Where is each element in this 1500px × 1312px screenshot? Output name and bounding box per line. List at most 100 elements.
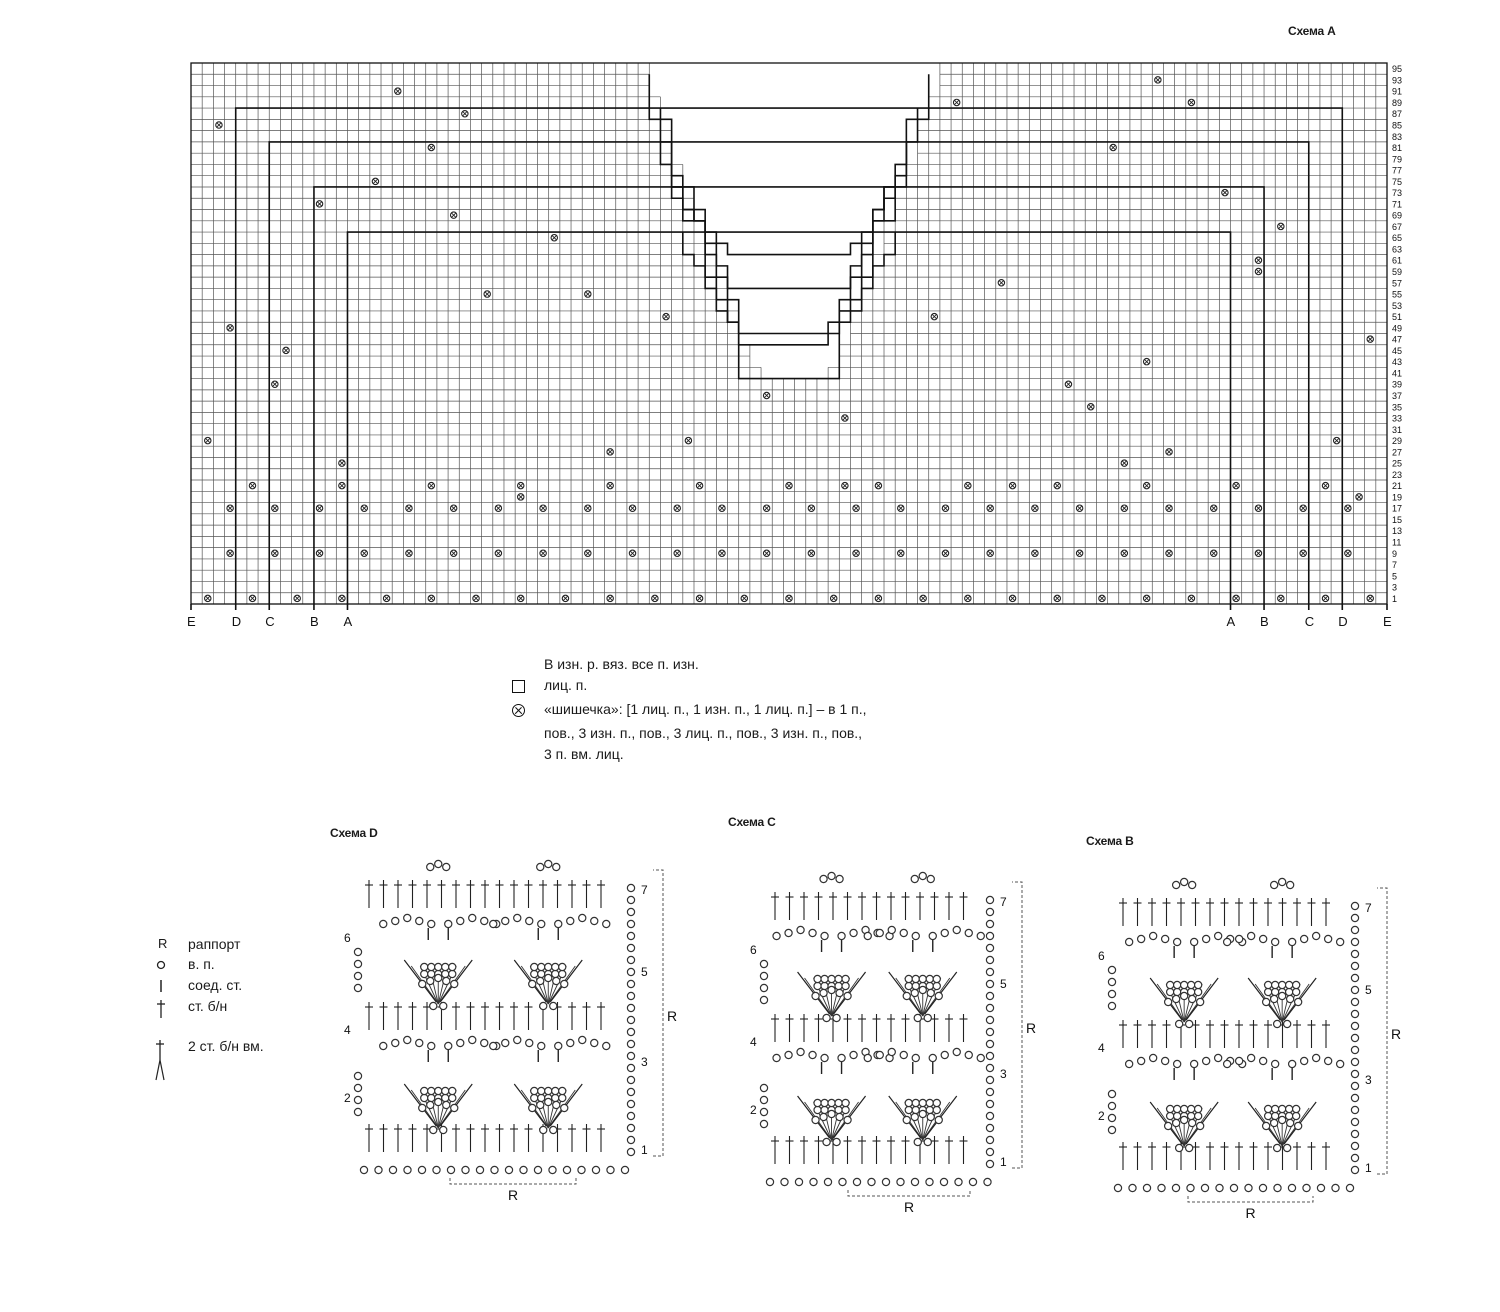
fan-arm-left [1149,977,1183,1021]
bobble-icon [427,481,436,490]
top-arch-chain-icon [835,874,844,884]
bobble-icon [606,448,614,456]
turning-chain-icon [626,943,636,953]
foundation-chain-icon [1186,1183,1195,1193]
turning-chain-icon [985,1087,995,1097]
turning-chain-icon [353,971,363,981]
turning-chain-icon [1350,961,1360,971]
arch-chain-icon [1277,1115,1287,1125]
bobble-icon [1232,481,1240,490]
square-icon [512,680,525,693]
cluster-chain-icon [1291,980,1301,990]
cluster-chain-icon [1165,1104,1175,1114]
row-number: 1 [1365,1161,1372,1175]
bobble-icon [651,594,659,603]
arch-chain-icon [1201,1056,1211,1066]
arch-chain-icon [1195,1121,1205,1131]
legend-bobble-line-3: 3 п. вм. лиц. [544,746,624,762]
row-number: 6 [344,931,351,945]
row-number: 31 [1392,425,1402,435]
row-number: 3 [1392,583,1397,593]
row-number: 13 [1392,526,1402,536]
arch-chain-icon [578,1035,587,1045]
bobble-icon [483,290,491,298]
arch-chain-icon [934,1115,943,1125]
repeat-bracket-horizontal [847,1190,971,1197]
foundation-chain-icon [461,1165,470,1175]
cluster-chain-icon [904,1098,913,1108]
row-number: 2 [344,1091,351,1105]
fan-stroke [822,1101,832,1141]
foundation-chain-icon [475,1165,485,1175]
bobble-icon [695,481,704,490]
fan-stroke [1165,1107,1185,1147]
row-number: 7 [1392,560,1397,570]
fan-stroke [1272,983,1283,1023]
fan-arm-right [549,959,583,1003]
arch-chain-icon [887,1047,896,1057]
bobble-icon [584,504,592,512]
bobble-icon [282,346,290,355]
arch-chain-icon [468,913,477,923]
cluster-chain-icon [530,962,539,972]
bobble-icon [516,481,525,490]
fan-stroke [1174,983,1185,1023]
scheme-a-title: Схема A [1288,24,1336,38]
neckline-outline-5 [682,232,896,346]
turning-chain-icon [1350,925,1360,935]
fan-arm-left [1247,1101,1281,1145]
foundation-chain-icon [1345,1183,1355,1193]
bobble-icon [1075,504,1084,512]
cluster-chain-icon [1291,1104,1301,1114]
row-number: 6 [1098,949,1105,963]
single-crochet-icon [157,1000,165,1018]
repeat-label: R [904,1199,914,1215]
sc2tog-icon [155,1040,165,1081]
arch-chain-icon [808,928,817,938]
turning-chain-icon [985,943,995,953]
turning-chain-icon [626,1147,636,1157]
row-number: 3 [1365,1073,1372,1087]
fan-stroke [1281,983,1310,1023]
bobble-icon [718,549,726,558]
bobble-icon [1321,481,1330,490]
foundation-chain-icon [1171,1183,1181,1193]
chain-icon [832,1137,841,1147]
fan-arm-left [403,1083,437,1127]
turning-chain-icon [353,1083,363,1093]
arch-chain-icon [1261,1121,1271,1131]
arch-chain-icon [1335,1059,1345,1069]
bobble-icon [315,549,324,558]
turning-chain-icon [985,895,995,905]
scheme-a-bobbles [204,76,1374,603]
turning-chain-icon [985,1027,995,1037]
fan-stroke [547,965,567,1005]
arch-chain-icon [952,925,961,935]
turning-chain-icon [626,919,636,929]
cluster-chain-icon [1179,980,1189,990]
cluster-chain-icon [911,1105,920,1115]
bobble-icon [1366,594,1374,603]
shell-motif [403,1083,473,1135]
arch-chain-icon [552,976,561,986]
chain-icon [913,1137,922,1147]
cluster-chain-icon [841,1098,850,1108]
foundation-chain-icon [852,1177,862,1187]
cluster-chain-icon [1291,1111,1301,1121]
turning-chain-icon [626,1075,636,1085]
foundation-chain-icon [1302,1183,1311,1193]
chain-icon [822,1013,831,1023]
fan-arm-right [1283,1101,1317,1145]
fan-stroke [922,977,942,1017]
foundation-chain-icon [504,1165,514,1175]
arch-chain-icon [1160,1056,1170,1066]
row-number: 59 [1392,267,1402,277]
bobble-icon [360,549,369,558]
fan-arm-left [403,959,437,1003]
turning-chain-icon [759,1107,769,1117]
arch-chain-icon [843,1115,852,1125]
bobble-icon [662,312,670,321]
bobble-icon [1165,549,1173,558]
cluster-chain-icon [1263,987,1273,997]
fan-stroke [1254,983,1283,1023]
